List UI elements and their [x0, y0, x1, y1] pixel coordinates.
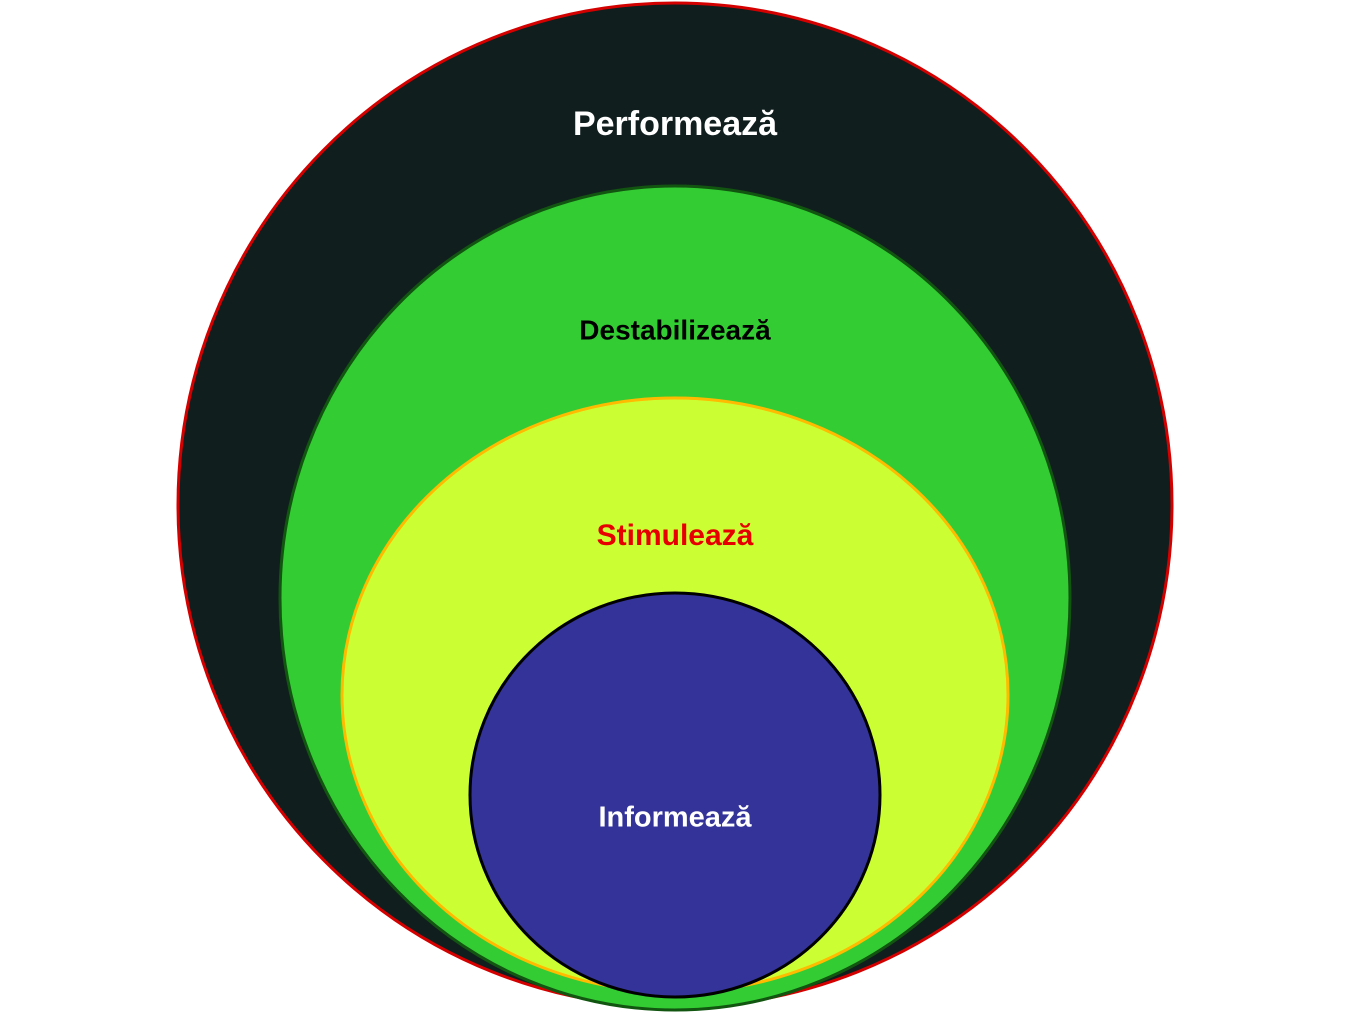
- label-performeaza: Performează: [573, 105, 778, 143]
- label-stimuleaza: Stimulează: [597, 519, 754, 552]
- inner-circle: [468, 591, 882, 999]
- label-destabilizeaza: Destabilizează: [579, 314, 771, 345]
- label-informeaza: Informează: [598, 802, 752, 834]
